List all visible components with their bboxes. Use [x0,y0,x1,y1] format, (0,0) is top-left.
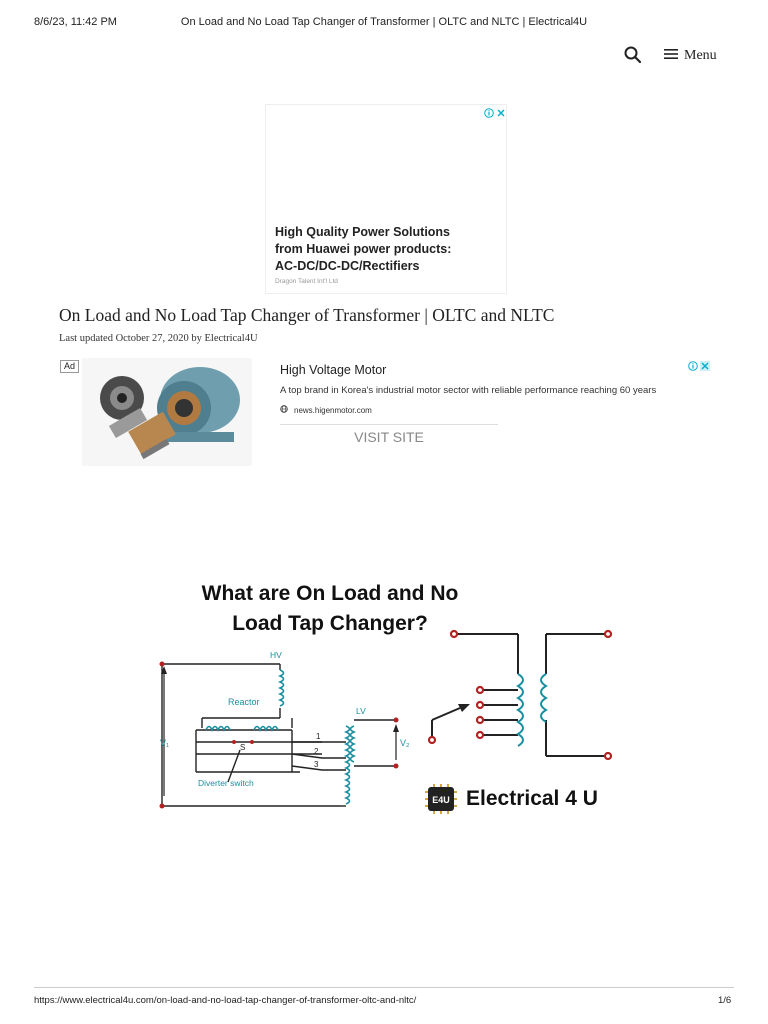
menu-button[interactable]: Menu [664,46,717,66]
label-tap: 3 [314,760,319,769]
print-datetime: 8/6/23, 11:42 PM [34,16,117,28]
close-icon[interactable] [700,358,710,376]
ad-choices[interactable] [484,105,506,123]
search-icon[interactable] [622,44,644,66]
brand-badge: E4U [432,795,450,805]
ad-headline[interactable]: High Voltage Motor [280,363,387,377]
ad-divider [280,424,498,425]
label-tap: 1 [316,732,321,741]
ad-description: A top brand in Korea's industrial motor … [280,385,657,396]
print-page-title: On Load and No Load Tap Changer of Trans… [180,16,588,28]
label-hv: HV [270,650,282,660]
article-meta: Last updated October 27, 2020 by Electri… [59,333,258,344]
label-v1: V₁ [160,738,169,748]
close-icon[interactable] [496,105,506,123]
motor-image[interactable] [82,358,252,466]
ad-headline-line: High Quality Power Solutions [275,225,451,239]
diagram-title-line: What are On Load and No [201,582,459,605]
ad-headline[interactable]: High Quality Power Solutions from Huawei… [275,224,455,275]
article-title: On Load and No Load Tap Changer of Trans… [59,305,555,325]
oltc-circuit [161,663,396,807]
hamburger-icon [664,47,678,65]
brand-name: Electrical 4 U [466,787,598,810]
label-reactor: Reactor [228,697,260,707]
label-diverter-switch: Diverter switch [198,778,254,788]
ad-choices[interactable] [688,358,710,376]
label-s: S [240,743,245,752]
footer-page-number: 1/6 [718,995,732,1006]
label-lv: LV [356,706,366,716]
ad-headline-line: AC-DC/DC-DC/Rectifiers [275,259,420,273]
visit-site-button[interactable]: VISIT SITE [354,429,424,445]
ad-source[interactable]: news.higenmotor.com [280,405,372,415]
brand-logo: E4U Electrical 4 U [424,784,598,814]
label-v2: V₂ [400,738,410,748]
diagram-title: What are On Load and No Load Tap Changer… [130,579,530,639]
tap-changer-diagram: HV Reactor LV V₁ V₂ S Diverter switch 1 … [159,629,613,809]
chip-logo-icon: E4U [425,784,457,814]
diagram-title-line: Load Tap Changer? [232,612,428,635]
globe-icon [280,405,288,415]
ad-source-domain: news.higenmotor.com [294,405,372,415]
ad-banner-top[interactable]: High Quality Power Solutions from Huawei… [265,104,507,294]
ad-headline-line: from Huawei power products: [275,242,452,256]
info-icon[interactable] [688,358,698,376]
footer-url: https://www.electrical4u.com/on-load-and… [34,995,417,1006]
label-tap: 2 [314,747,319,756]
nltc-symbol [431,633,608,757]
ad-sponsor: Dragon Talent Int'l Ltd [275,278,338,285]
footer-divider [34,987,734,988]
menu-label: Menu [684,48,717,63]
info-icon[interactable] [484,105,494,123]
ad-tag: Ad [60,360,80,373]
ad-banner-motor[interactable]: Ad High Voltage Motor A top brand in Kor… [60,358,712,468]
